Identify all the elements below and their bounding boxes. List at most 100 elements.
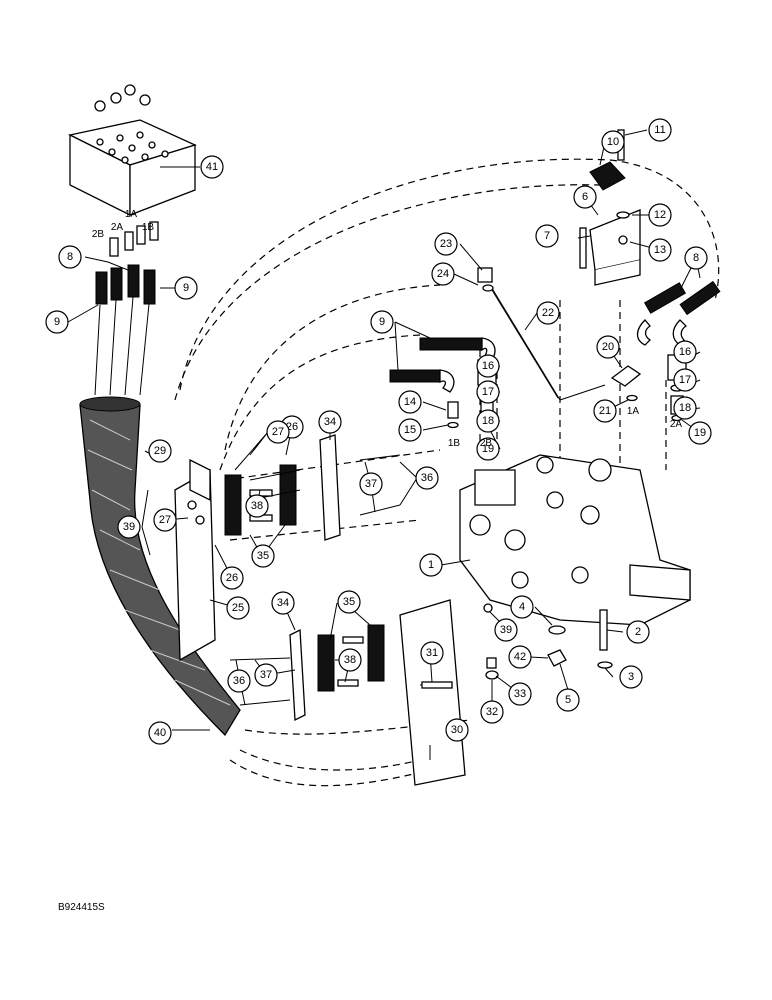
callout-number-40: 40: [154, 727, 166, 739]
callout-number-10: 10: [607, 136, 619, 148]
callout-number-11: 11: [654, 124, 665, 136]
callout-number-20: 20: [602, 341, 614, 353]
callout-number-39: 39: [500, 624, 512, 636]
callout-circle-37: [359, 472, 383, 496]
callout-number-37: 37: [365, 478, 377, 490]
callout-number-31: 31: [426, 647, 438, 659]
callout-circle-15: [398, 418, 422, 442]
callout-circle-39: [494, 618, 518, 642]
top-fittings: [94, 221, 159, 396]
callout-circle-4: [510, 595, 534, 619]
callout-number-38: 38: [251, 500, 263, 512]
callout-number-26: 26: [226, 572, 238, 584]
callout-circle-18: [673, 396, 697, 420]
callout-number-21: 21: [599, 405, 611, 417]
callout-circle-10: [601, 130, 625, 154]
callout-number-16: 16: [482, 360, 494, 372]
callout-circle-40: [148, 721, 172, 745]
callout-number-9: 9: [183, 282, 189, 294]
callout-circle-16: [673, 340, 697, 364]
callout-circle-26: [220, 566, 244, 590]
callout-circle-5: [556, 688, 580, 712]
callout-number-9: 9: [54, 316, 60, 328]
callout-number-1: 1: [428, 559, 434, 571]
callout-circle-9: [370, 310, 394, 334]
callout-circle-23: [434, 232, 458, 256]
port-label-2a-top: 2A: [111, 222, 124, 233]
port-markings: 2B 2A 1A 1B 1B 2B 1A 2A: [92, 209, 683, 449]
upper-bracket-assembly: [174, 434, 401, 662]
callout-number-29: 29: [154, 445, 166, 457]
callout-number-7: 7: [544, 230, 550, 242]
callout-circle-14: [398, 390, 422, 414]
port-label-1a-top: 1A: [125, 209, 138, 220]
callout-number-13: 13: [654, 244, 666, 256]
cover-plate: [68, 84, 197, 217]
callout-circle-21: [593, 399, 617, 423]
callout-circle-36: [227, 669, 251, 693]
callout-circle-19: [688, 421, 712, 445]
callout-circle-34: [271, 591, 295, 615]
callout-circle-12: [648, 203, 672, 227]
hydraulic-tubes: [389, 267, 721, 429]
callout-circle-32: [480, 700, 504, 724]
callout-number-22: 22: [542, 307, 554, 319]
port-label-1a-right: 1A: [627, 406, 640, 417]
callout-number-15: 15: [404, 424, 416, 436]
callout-number-17: 17: [679, 374, 691, 386]
callout-number-33: 33: [514, 688, 526, 700]
callout-circle-38: [245, 494, 269, 518]
callout-circle-1: [419, 553, 443, 577]
callout-circle-20: [596, 335, 620, 359]
callout-number-32: 32: [486, 706, 498, 718]
callout-circle-38: [338, 648, 362, 672]
callout-circle-17: [673, 368, 697, 392]
callout-circle-27: [153, 508, 177, 532]
callout-circle-19: [476, 437, 500, 461]
callout-number-12: 12: [654, 209, 666, 221]
callout-circle-33: [508, 682, 532, 706]
callout-circle-30: [445, 718, 469, 742]
figure-reference-number: B924415S: [58, 902, 105, 913]
callout-circle-39: [117, 515, 141, 539]
callout-number-18: 18: [679, 402, 691, 414]
callout-circle-37: [254, 663, 278, 687]
mounting-hardware: [421, 603, 613, 689]
callout-circle-29: [148, 439, 172, 463]
callout-number-24: 24: [437, 268, 449, 280]
callout-circle-25: [226, 596, 250, 620]
callout-number-35: 35: [343, 596, 355, 608]
callout-circle-36: [415, 466, 439, 490]
callout-circle-9: [45, 310, 69, 334]
callout-circle-34: [318, 410, 342, 434]
control-valve-body: [459, 454, 691, 626]
port-label-2a-right: 2A: [670, 419, 683, 430]
callout-circle-3: [619, 665, 643, 689]
port-label-2b-top: 2B: [92, 229, 105, 240]
callout-circle-22: [536, 301, 560, 325]
callout-number-39: 39: [123, 521, 135, 533]
callout-number-27: 27: [159, 514, 171, 526]
callout-circle-27: [266, 420, 290, 444]
callout-circle-6: [573, 185, 597, 209]
callout-circle-8: [684, 246, 708, 270]
callout-number-35: 35: [257, 550, 269, 562]
callout-number-6: 6: [582, 191, 588, 203]
callout-number-34: 34: [324, 416, 336, 428]
callout-number-17: 17: [482, 386, 494, 398]
callout-number-30: 30: [451, 724, 463, 736]
port-label-1b-top: 1B: [142, 222, 155, 233]
callout-number-9: 9: [379, 316, 385, 328]
callout-number-4: 4: [519, 601, 525, 613]
callout-circle-42: [508, 645, 532, 669]
callout-circle-35: [337, 590, 361, 614]
callout-number-27: 27: [272, 426, 284, 438]
callout-number-8: 8: [67, 251, 73, 263]
callout-number-19: 19: [482, 443, 494, 455]
port-label-1b-mid: 1B: [448, 438, 461, 449]
callout-number-8: 8: [693, 252, 699, 264]
callout-number-38: 38: [344, 654, 356, 666]
callout-number-37: 37: [260, 669, 272, 681]
callout-circle-8: [58, 245, 82, 269]
